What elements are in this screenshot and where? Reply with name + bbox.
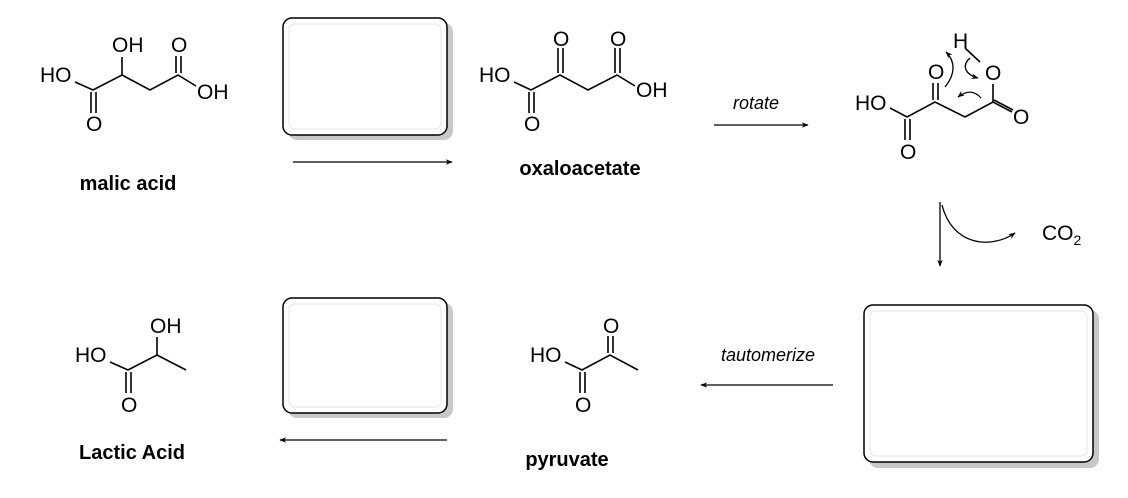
tautomerize-label: tautomerize [721, 345, 815, 365]
atom-ho: HO [855, 92, 887, 115]
rotate-label: rotate [733, 93, 779, 113]
atom-o: O [985, 62, 1001, 85]
atom-oh: OH [150, 315, 182, 338]
atom-o: O [603, 315, 619, 338]
atom-o: O [1013, 106, 1029, 129]
atom-o: O [610, 28, 626, 51]
atom-o: O [86, 113, 102, 136]
atom-o: O [171, 34, 187, 57]
atom-oh: OH [197, 81, 229, 104]
answer-box-1[interactable] [282, 17, 453, 140]
pyruvate-structure: HO O O pyruvate [525, 315, 639, 471]
malic-acid-structure: HO OH O OH O malic acid [40, 34, 229, 195]
atom-o: O [553, 28, 569, 51]
atom-o: O [575, 394, 591, 417]
answer-box-2[interactable] [282, 297, 453, 418]
curved-arrow-icon [944, 51, 954, 88]
malic-acid-label: malic acid [80, 173, 177, 195]
atom-ho: HO [40, 64, 72, 87]
co2-label: CO2 [1042, 222, 1082, 248]
atom-o: O [121, 394, 137, 417]
oxaloacetate-structure: HO O O OH O oxaloacetate [479, 28, 668, 180]
pyruvate-label: pyruvate [525, 449, 608, 471]
atom-oh: OH [636, 79, 668, 102]
atom-h: H [953, 30, 968, 53]
atom-o: O [928, 61, 944, 84]
curved-arrow-icon [957, 90, 982, 99]
atom-ho: HO [479, 64, 511, 87]
curved-arrow-icon [964, 57, 979, 79]
atom-o: O [524, 113, 540, 136]
lactic-acid-label: Lactic Acid [79, 442, 185, 464]
lactic-acid-structure: HO OH O Lactic Acid [75, 315, 187, 464]
atom-ho: HO [75, 344, 107, 367]
atom-oh: OH [112, 34, 144, 57]
rotated-oxaloacetate-structure: HO O O H O O [855, 30, 1029, 164]
co2-loss-arrow [941, 204, 1016, 243]
atom-ho: HO [530, 344, 562, 367]
atom-o: O [900, 141, 916, 164]
answer-box-3[interactable] [863, 304, 1099, 468]
oxaloacetate-label: oxaloacetate [519, 158, 640, 180]
